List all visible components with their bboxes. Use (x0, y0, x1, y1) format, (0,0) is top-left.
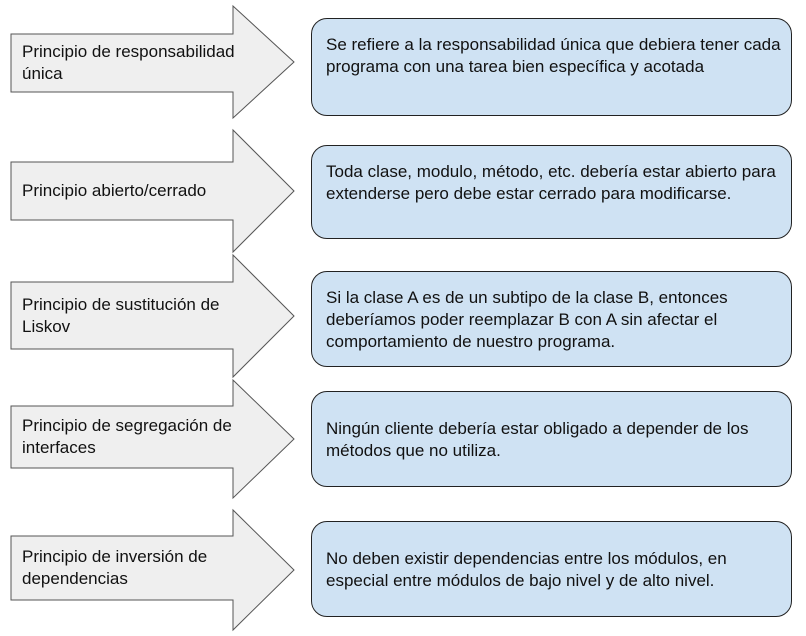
principle-row: Principio de segregación de interfaces N… (0, 378, 806, 500)
principle-description: Se refiere a la responsabilidad única qu… (326, 35, 781, 76)
principle-description-box: Ningún cliente debería estar obligado a … (311, 391, 792, 487)
principle-description: No deben existir dependencias entre los … (326, 549, 727, 590)
principle-description: Ningún cliente debería estar obligado a … (326, 419, 749, 460)
principle-description-box: Toda clase, modulo, método, etc. debería… (311, 145, 792, 239)
principle-arrow (10, 508, 295, 632)
principle-name: Principio de sustitución de Liskov (22, 294, 220, 336)
principle-row: Principio de sustitución de Liskov Si la… (0, 253, 806, 383)
principle-description-box: Se refiere a la responsabilidad única qu… (311, 18, 792, 116)
principle-name: Principio de responsabilidad única (22, 42, 235, 83)
principle-description: Toda clase, modulo, método, etc. debería… (326, 162, 776, 203)
principle-description-box: Si la clase A es de un subtipo de la cla… (311, 271, 792, 367)
principle-name: Principio de inversión de dependencias (22, 547, 208, 588)
principle-name: Principio abierto/cerrado (22, 181, 207, 200)
principle-arrow (10, 378, 295, 500)
principle-arrow (10, 4, 295, 120)
principle-name: Principio de segregación de interfaces (22, 416, 232, 457)
principle-arrow (10, 253, 295, 379)
principle-description: Si la clase A es de un subtipo de la cla… (326, 288, 728, 351)
principle-row: Principio abierto/cerrado Toda clase, mo… (0, 128, 806, 258)
principle-row: Principio de inversión de dependencias N… (0, 508, 806, 634)
principle-arrow (10, 128, 295, 254)
principle-row: Principio de responsabilidad única Se re… (0, 0, 806, 130)
principle-description-box: No deben existir dependencias entre los … (311, 521, 792, 617)
